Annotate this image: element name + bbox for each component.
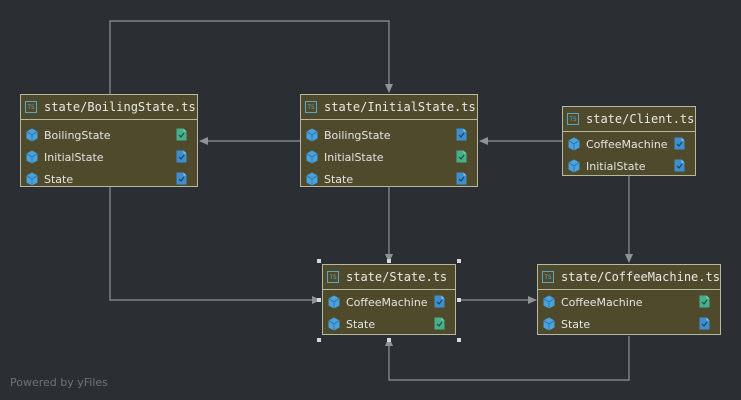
file-icon[interactable] bbox=[456, 128, 467, 141]
member-label: InitialState bbox=[324, 150, 384, 164]
resize-handle-top-left[interactable] bbox=[317, 259, 321, 263]
node-title: state/CoffeeMachine.ts bbox=[561, 270, 720, 284]
member-row[interactable]: CoffeeMachine bbox=[563, 133, 695, 155]
powered-by-watermark: Powered by yFiles bbox=[10, 376, 108, 389]
edge-coffee-to-state bbox=[385, 336, 630, 381]
typescript-file-icon: TS bbox=[25, 101, 37, 113]
member-label: InitialState bbox=[44, 150, 104, 164]
typescript-file-icon: TS bbox=[327, 271, 339, 283]
member-row[interactable]: InitialState bbox=[563, 155, 695, 177]
node-coffee-machine[interactable]: TS state/CoffeeMachine.ts CoffeeMachine … bbox=[537, 264, 721, 335]
member-label: State bbox=[44, 172, 74, 186]
member-row[interactable]: State bbox=[538, 313, 720, 335]
typescript-file-icon: TS bbox=[542, 271, 554, 283]
node-title: state/State.ts bbox=[346, 270, 448, 284]
member-row[interactable]: CoffeeMachine bbox=[323, 291, 455, 313]
member-row[interactable]: InitialState bbox=[21, 146, 197, 168]
node-title: state/BoilingState.ts bbox=[44, 100, 196, 114]
member-row[interactable]: State bbox=[323, 313, 455, 335]
edge-boiling-to-initial bbox=[109, 20, 393, 94]
file-icon[interactable] bbox=[434, 295, 445, 308]
member-label: State bbox=[324, 172, 354, 186]
resize-handle-bottom-right[interactable] bbox=[457, 338, 461, 342]
cube-icon bbox=[543, 295, 555, 309]
member-row[interactable]: InitialState bbox=[301, 146, 477, 168]
cube-icon bbox=[328, 295, 340, 309]
node-initial-state[interactable]: TS state/InitialState.ts BoilingState In… bbox=[300, 94, 478, 187]
typescript-file-icon: TS bbox=[305, 101, 317, 113]
member-label: CoffeeMachine bbox=[586, 137, 668, 151]
cube-icon bbox=[568, 137, 580, 151]
cube-icon bbox=[26, 150, 38, 164]
file-icon[interactable] bbox=[699, 317, 710, 330]
member-label: CoffeeMachine bbox=[346, 295, 428, 309]
file-icon[interactable] bbox=[176, 128, 187, 141]
member-label: State bbox=[561, 317, 591, 331]
cube-icon bbox=[568, 159, 580, 173]
node-state[interactable]: TS state/State.ts CoffeeMachine State bbox=[322, 264, 456, 335]
cube-icon bbox=[306, 172, 318, 186]
resize-handle-top[interactable] bbox=[387, 259, 391, 263]
member-label: State bbox=[346, 317, 376, 331]
file-icon[interactable] bbox=[456, 172, 467, 185]
typescript-file-icon: TS bbox=[567, 113, 579, 125]
member-label: CoffeeMachine bbox=[561, 295, 643, 309]
cube-icon bbox=[26, 128, 38, 142]
file-icon[interactable] bbox=[176, 172, 187, 185]
cube-icon bbox=[306, 128, 318, 142]
node-header[interactable]: TS state/CoffeeMachine.ts bbox=[538, 265, 720, 290]
node-title: state/Client.ts bbox=[586, 112, 695, 126]
resize-handle-bottom-left[interactable] bbox=[317, 338, 321, 342]
member-label: BoilingState bbox=[44, 128, 111, 142]
resize-handle-bottom[interactable] bbox=[387, 338, 391, 342]
member-row[interactable]: BoilingState bbox=[301, 124, 477, 146]
cube-icon bbox=[543, 317, 555, 331]
file-icon[interactable] bbox=[699, 295, 710, 308]
cube-icon bbox=[306, 150, 318, 164]
node-client[interactable]: TS state/Client.ts CoffeeMachine Initial… bbox=[562, 106, 696, 176]
node-header[interactable]: TS state/Client.ts bbox=[563, 107, 695, 132]
file-icon[interactable] bbox=[456, 150, 467, 163]
resize-handle-top-right[interactable] bbox=[457, 259, 461, 263]
node-header[interactable]: TS state/InitialState.ts bbox=[301, 95, 477, 120]
resize-handle-left[interactable] bbox=[317, 298, 321, 302]
file-icon[interactable] bbox=[176, 150, 187, 163]
node-title: state/InitialState.ts bbox=[324, 100, 476, 114]
file-icon[interactable] bbox=[674, 159, 685, 172]
member-row[interactable]: State bbox=[21, 168, 197, 190]
file-icon[interactable] bbox=[434, 317, 445, 330]
member-row[interactable]: State bbox=[301, 168, 477, 190]
member-row[interactable]: BoilingState bbox=[21, 124, 197, 146]
cube-icon bbox=[328, 317, 340, 331]
file-icon[interactable] bbox=[674, 137, 685, 150]
resize-handle-right[interactable] bbox=[457, 298, 461, 302]
node-header[interactable]: TS state/BoilingState.ts bbox=[21, 95, 197, 120]
member-label: InitialState bbox=[586, 159, 646, 173]
node-boiling-state[interactable]: TS state/BoilingState.ts BoilingState In… bbox=[20, 94, 198, 187]
member-row[interactable]: CoffeeMachine bbox=[538, 291, 720, 313]
cube-icon bbox=[26, 172, 38, 186]
member-label: BoilingState bbox=[324, 128, 391, 142]
node-header[interactable]: TS state/State.ts bbox=[323, 265, 455, 290]
edge-boiling-to-state bbox=[109, 187, 321, 304]
